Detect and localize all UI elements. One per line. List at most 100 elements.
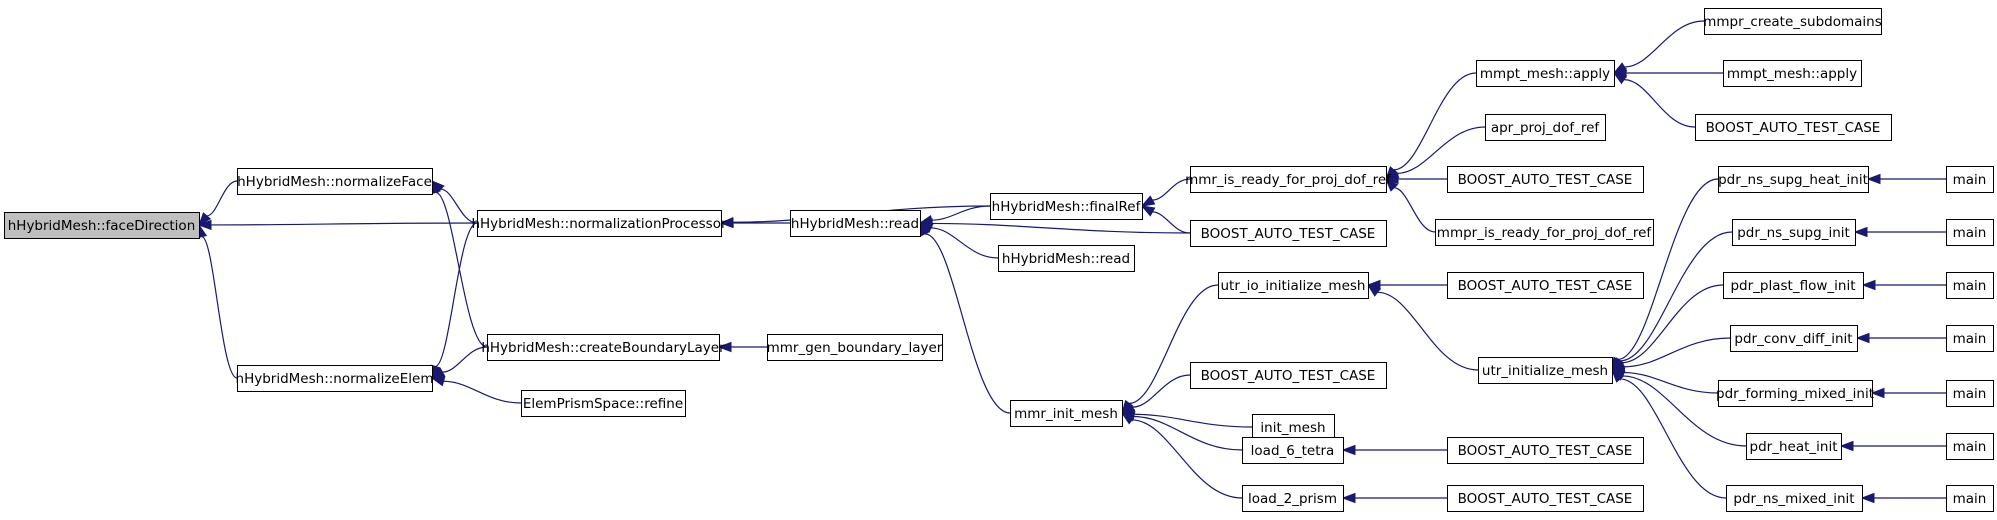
- node-box: [1946, 325, 1994, 352]
- graph-node-utr-io-initialize-mesh[interactable]: utr_io_initialize_mesh: [1218, 272, 1369, 299]
- node-label: mmr_gen_boundary_layer: [767, 340, 943, 356]
- graph-node-boost-auto-test-case[interactable]: BOOST_AUTO_TEST_CASE: [1190, 362, 1387, 389]
- edge-line: [1152, 211, 1191, 234]
- call-edge: [1341, 444, 1448, 456]
- graph-node-hhybridmesh-read[interactable]: hHybridMesh::read: [998, 245, 1135, 272]
- graph-node-pdr-ns-mixed-init[interactable]: pdr_ns_mixed_init: [1726, 485, 1863, 512]
- call-edge: [430, 222, 478, 380]
- node-label: mmpt_mesh::apply: [1727, 66, 1857, 82]
- call-edge: [1140, 178, 1191, 207]
- call-edge: [1341, 492, 1447, 504]
- node-label: hHybridMesh::finalRef: [992, 199, 1142, 215]
- node-box: [1447, 485, 1644, 512]
- edge-line: [1622, 375, 1747, 447]
- node-label: ElemPrismSpace::refine: [523, 396, 683, 412]
- graph-node-mmr-init-mesh[interactable]: mmr_init_mesh: [1010, 400, 1123, 427]
- graph-node-hhybridmesh-finalref[interactable]: hHybridMesh::finalRef: [990, 193, 1143, 220]
- graph-node-utr-initialize-mesh[interactable]: utr_initialize_mesh: [1478, 357, 1613, 384]
- graph-node-boost-auto-test-case[interactable]: BOOST_AUTO_TEST_CASE: [1190, 220, 1387, 247]
- node-box: [1746, 433, 1842, 460]
- arrowhead-icon: [1385, 177, 1399, 192]
- node-box: [1242, 437, 1344, 464]
- graph-node-boost-auto-test-case[interactable]: BOOST_AUTO_TEST_CASE: [1447, 272, 1644, 299]
- node-label: pdr_forming_mixed_init: [1716, 386, 1874, 402]
- graph-node-mmr-is-ready-for-proj-dof-ref[interactable]: mmr_is_ready_for_proj_dof_ref: [1185, 166, 1392, 193]
- call-edge: [1612, 20, 1705, 74]
- graph-node-mmpt-mesh-apply[interactable]: mmpt_mesh::apply: [1723, 60, 1862, 87]
- graph-node-main[interactable]: main: [1946, 433, 1994, 460]
- graph-node-boost-auto-test-case[interactable]: BOOST_AUTO_TEST_CASE: [1447, 437, 1644, 464]
- node-box: [998, 245, 1135, 272]
- edge-line: [1621, 284, 1724, 364]
- arrowhead-icon: [719, 217, 734, 228]
- node-box: [1732, 219, 1856, 246]
- node-box: [1704, 8, 1882, 35]
- graph-node-main[interactable]: main: [1946, 272, 1994, 299]
- graph-node-pdr-ns-supg-heat-init[interactable]: pdr_ns_supg_heat_init: [1718, 166, 1869, 193]
- graph-node-boost-auto-test-case[interactable]: BOOST_AUTO_TEST_CASE: [1447, 166, 1644, 193]
- graph-node-main[interactable]: main: [1946, 325, 1994, 352]
- node-label: main: [1953, 172, 1987, 188]
- graph-node-apr-proj-dof-ref[interactable]: apr_proj_dof_ref: [1485, 114, 1606, 141]
- graph-node-pdr-conv-diff-init[interactable]: pdr_conv_diff_init: [1730, 325, 1858, 352]
- graph-node-mmr-gen-boundary-layer[interactable]: mmr_gen_boundary_layer: [767, 334, 943, 361]
- node-label: mmr_is_ready_for_proj_dof_ref: [1185, 172, 1392, 188]
- edge-line: [1152, 178, 1191, 201]
- edge-line: [1129, 284, 1219, 404]
- node-box: [1946, 433, 1994, 460]
- graph-node-pdr-heat-init[interactable]: pdr_heat_init: [1746, 433, 1842, 460]
- graph-node-hhybridmesh-createboundarylayer[interactable]: hHybridMesh::createBoundaryLayer: [481, 334, 725, 361]
- call-edge: [1120, 411, 1243, 451]
- edge-line: [1131, 419, 1243, 499]
- arrowhead-icon: [1861, 279, 1876, 291]
- node-label: hHybridMesh::normalizationProcessor: [471, 216, 727, 232]
- node-box: [1485, 114, 1606, 141]
- graph-node-main[interactable]: main: [1946, 166, 1994, 193]
- graph-node-hhybridmesh-normalizeface[interactable]: hHybridMesh::normalizeFace: [237, 168, 433, 195]
- graph-node-init-mesh[interactable]: init_mesh: [1252, 414, 1335, 441]
- arrowhead-icon: [1853, 226, 1868, 238]
- graph-node-mmpt-mesh-apply[interactable]: mmpt_mesh::apply: [1476, 60, 1615, 87]
- node-label: init_mesh: [1260, 420, 1325, 436]
- graph-node-mmpr-is-ready-for-proj-dof-ref[interactable]: mmpr_is_ready_for_proj_dof_ref: [1435, 219, 1654, 246]
- node-box: [1730, 325, 1858, 352]
- graph-node-mmpr-create-subdomains[interactable]: mmpr_create_subdomains: [1703, 8, 1882, 35]
- call-edge: [1860, 492, 1946, 504]
- edge-line: [443, 380, 522, 404]
- edge-line: [930, 227, 999, 259]
- node-label: main: [1953, 278, 1987, 294]
- graph-node-elemprismspace-refine[interactable]: ElemPrismSpace::refine: [521, 390, 686, 417]
- graph-node-hhybridmesh-facedirection[interactable]: hHybridMesh::faceDirection: [4, 212, 200, 239]
- node-label: utr_io_initialize_mesh: [1221, 278, 1366, 294]
- call-edge: [1855, 332, 1947, 344]
- graph-node-boost-auto-test-case[interactable]: BOOST_AUTO_TEST_CASE: [1695, 114, 1892, 141]
- arrowhead-icon: [197, 219, 212, 231]
- graph-node-boost-auto-test-case[interactable]: BOOST_AUTO_TEST_CASE: [1447, 485, 1644, 512]
- call-edge: [430, 180, 478, 224]
- node-box: [521, 390, 686, 417]
- arrowhead-icon: [1140, 205, 1156, 217]
- graph-node-main[interactable]: main: [1946, 219, 1994, 246]
- graph-node-main[interactable]: main: [1946, 380, 1994, 407]
- graph-node-pdr-ns-supg-init[interactable]: pdr_ns_supg_init: [1732, 219, 1856, 246]
- graph-node-hhybridmesh-normalizeelem[interactable]: hHybridMesh::normalizeElem: [236, 365, 434, 392]
- graph-node-main[interactable]: main: [1946, 485, 1994, 512]
- node-label: main: [1953, 491, 1987, 507]
- node-label: utr_initialize_mesh: [1482, 363, 1608, 379]
- node-label: mmpr_is_ready_for_proj_dof_ref: [1437, 225, 1653, 241]
- graph-node-load-2-prism[interactable]: load_2_prism: [1242, 485, 1344, 512]
- graph-node-pdr-forming-mixed-init[interactable]: pdr_forming_mixed_init: [1716, 380, 1874, 407]
- node-label: main: [1953, 386, 1987, 402]
- graph-node-hhybridmesh-normalizationprocessor[interactable]: hHybridMesh::normalizationProcessor: [471, 210, 727, 237]
- arrowhead-icon: [1870, 387, 1885, 399]
- graph-node-load-6-tetra[interactable]: load_6_tetra: [1242, 437, 1344, 464]
- node-label: load_6_tetra: [1251, 443, 1335, 459]
- call-edge: [1121, 284, 1219, 415]
- node-label: hHybridMesh::normalizeFace: [237, 174, 432, 190]
- call-edge: [1612, 72, 1696, 128]
- graph-node-hhybridmesh-read[interactable]: hHybridMesh::read: [790, 210, 921, 237]
- node-label: load_2_prism: [1248, 491, 1337, 507]
- call-edge: [1611, 368, 1727, 499]
- graph-node-pdr-plast-flow-init[interactable]: pdr_plast_flow_init: [1723, 272, 1864, 299]
